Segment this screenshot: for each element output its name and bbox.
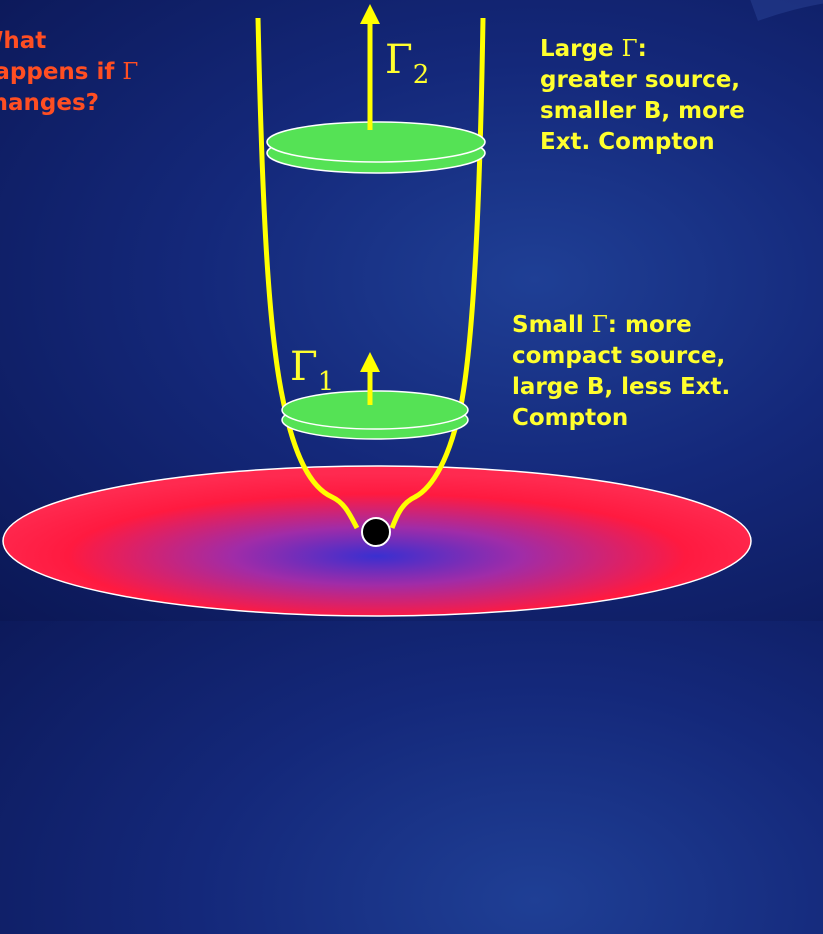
small-gamma-line-1: Small Γ: more — [512, 312, 692, 338]
small-gamma-line-4: Compton — [512, 405, 629, 431]
small-gamma-annotation: Small Γ: more compact source, large B, l… — [512, 310, 730, 434]
large-gamma-line-2: greater source, — [540, 67, 741, 93]
large-gamma-annotation: Large Γ: greater source, smaller B, more… — [540, 34, 745, 158]
jet-outline-right — [389, 17, 486, 529]
question-text: What happens if Γ changes? — [0, 26, 138, 119]
large-gamma-line-1: Large Γ: — [540, 36, 647, 62]
small-gamma-line-2: compact source, — [512, 343, 726, 369]
velocity-arrow-upper-head — [360, 4, 380, 24]
small-gamma-line-3: large B, less Ext. — [512, 374, 731, 400]
question-line-3: changes? — [0, 90, 99, 116]
gamma-symbol: Γ — [122, 59, 139, 85]
gamma1-label: Γ1 — [290, 344, 335, 397]
large-gamma-line-3: smaller B, more — [540, 98, 745, 124]
large-gamma-line-4: Ext. Compton — [540, 129, 715, 155]
jet-outline-left — [255, 17, 360, 530]
gamma-symbol: Γ — [621, 36, 638, 62]
question-line-2: happens if Γ — [0, 59, 139, 85]
jet-diagram — [2, 4, 752, 617]
gamma2-label: Γ2 — [385, 37, 430, 90]
question-line-1: What — [0, 28, 47, 54]
black-hole — [361, 517, 391, 547]
emission-disk-lower — [281, 390, 469, 430]
emission-disk-upper — [266, 121, 486, 163]
velocity-arrow-lower-head — [360, 352, 380, 372]
gamma-symbol: Γ — [591, 312, 608, 338]
